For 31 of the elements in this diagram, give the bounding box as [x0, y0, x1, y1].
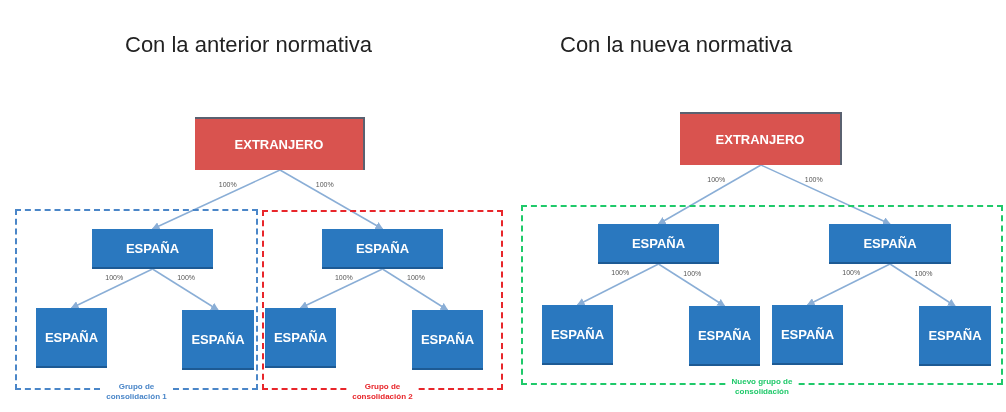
company-box: ESPAÑA [598, 224, 719, 264]
company-box: ESPAÑA [92, 229, 213, 269]
group-label: Grupo de consolidación 2 [347, 382, 418, 402]
arrow [299, 268, 384, 309]
company-box: ESPAÑA [36, 308, 107, 368]
company-box: ESPAÑA [412, 310, 483, 370]
company-box: ESPAÑA [182, 310, 254, 370]
company-box: ESPAÑA [322, 229, 443, 269]
group-label: Grupo de consolidación 1 [101, 382, 172, 402]
arrow [576, 263, 660, 306]
company-box: ESPAÑA [829, 224, 951, 264]
company-box: ESPAÑA [542, 305, 613, 365]
heading: Con la nueva normativa [560, 32, 793, 58]
arrow [151, 169, 281, 230]
arrow [889, 263, 956, 307]
parent-company-box: EXTRANJERO [680, 112, 842, 165]
company-box: ESPAÑA [772, 305, 843, 365]
heading: Con la anterior normativa [125, 32, 372, 58]
arrow [806, 263, 891, 306]
parent-company-box: EXTRANJERO [195, 117, 365, 170]
company-box: ESPAÑA [919, 306, 991, 366]
arrow [279, 169, 384, 230]
arrow [657, 164, 762, 225]
arrow [657, 263, 726, 307]
company-box: ESPAÑA [265, 308, 336, 368]
arrow [70, 268, 154, 309]
group-label: Nuevo grupo de consolidación [727, 377, 797, 397]
arrow [760, 164, 891, 225]
company-box: ESPAÑA [689, 306, 760, 366]
arrow [151, 268, 219, 311]
arrow [381, 268, 449, 311]
